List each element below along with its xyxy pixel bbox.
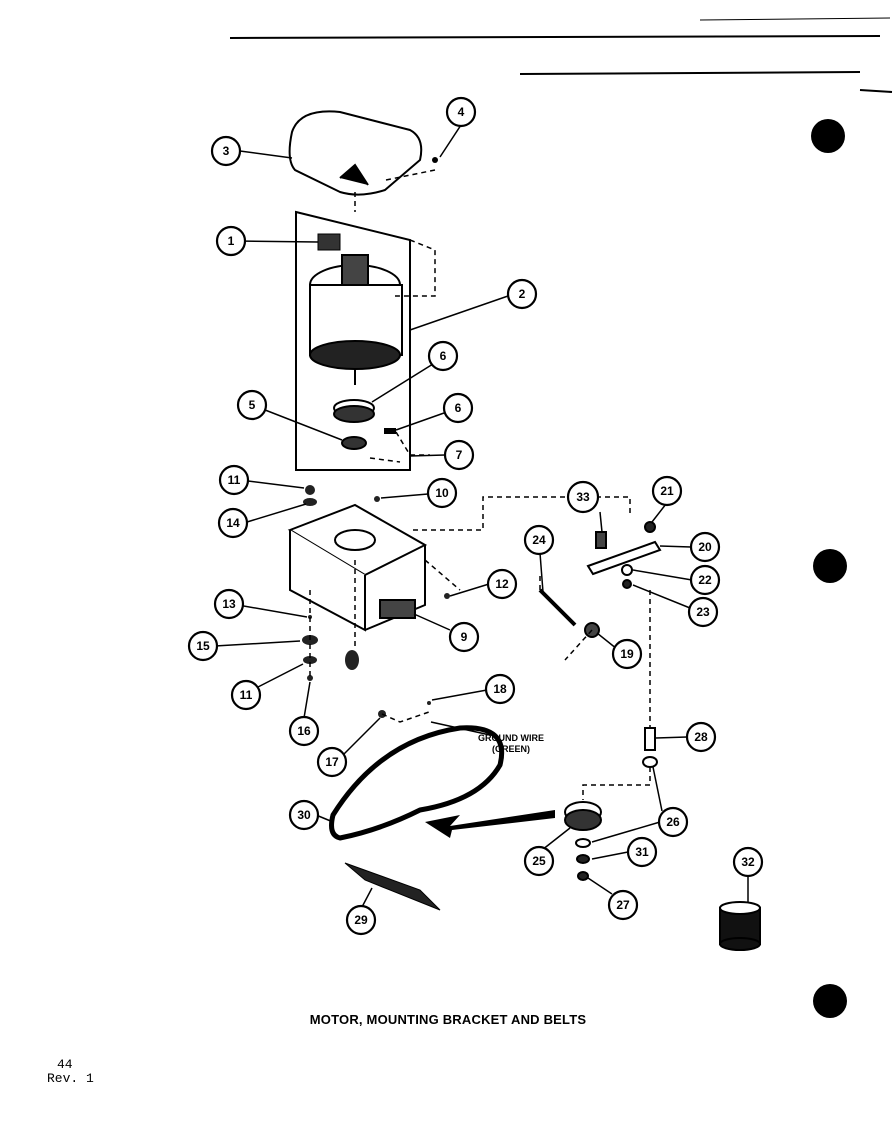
callout-15: 15 [196,639,210,653]
callout-19: 19 [620,647,634,661]
direction-arrow [425,810,555,838]
callout-16: 16 [297,724,311,738]
callout-14: 14 [226,516,240,530]
idler-assembly [538,521,662,768]
callout-33: 33 [576,490,590,504]
callout-21: 21 [660,484,674,498]
page-number: 44 [57,1057,73,1072]
callout-12: 12 [495,577,509,591]
driven-pulley-part [564,801,602,881]
callout-11-lower: 11 [240,688,253,702]
callout-30: 30 [297,808,311,822]
callout-20: 20 [698,540,712,554]
callout-28: 28 [694,730,708,744]
motor-panel-outline [295,210,411,471]
binder-hole-top [811,119,845,153]
callout-27: 27 [616,898,630,912]
revision-label: Rev. 1 [47,1071,94,1086]
callout-leader-lines [214,124,749,908]
screw-part-4 [432,157,438,163]
callout-bubbles [187,96,764,936]
ground-wire-label: GROUND WIRE (GREEN) [478,733,544,755]
callout-32: 32 [741,855,755,869]
callout-17: 17 [325,755,339,769]
callout-10: 10 [435,486,449,500]
motor-cover-part [288,110,423,196]
callout-11-upper: 11 [228,473,241,487]
ground-wire-label-line1: GROUND WIRE [478,733,544,743]
callout-24: 24 [532,533,546,547]
callout-31: 31 [635,845,649,859]
motor-pulley-part [333,399,375,450]
ground-wire-label-line2: (GREEN) [492,744,530,754]
callout-6-upper: 6 [440,349,447,363]
binder-hole-bottom [813,984,847,1018]
callout-2: 2 [519,287,526,301]
callout-29: 29 [354,913,368,927]
callout-4: 4 [458,105,465,119]
callout-7: 7 [456,448,463,462]
switch-part-1 [317,233,341,251]
callout-25: 25 [532,854,546,868]
filter-part [719,901,761,951]
callout-18: 18 [493,682,507,696]
callout-9: 9 [461,630,468,644]
page-footer: 44 Rev. 1 [47,1058,94,1086]
binder-hole-middle [813,549,847,583]
callout-22: 22 [698,573,712,587]
callout-5: 5 [249,398,256,412]
diagram-title: MOTOR, MOUNTING BRACKET AND BELTS [309,1012,587,1027]
drive-belt-part [329,725,504,841]
cog-belt-part [344,862,441,911]
hardware-stack [302,485,450,718]
callout-23: 23 [696,605,710,619]
setscrew-part [384,428,396,434]
callout-13: 13 [222,597,236,611]
motor-part [309,254,403,385]
scan-artifacts [229,17,893,93]
callout-26: 26 [666,815,680,829]
callout-3: 3 [223,144,230,158]
callout-1: 1 [228,234,235,248]
mounting-bracket-part [287,503,428,632]
callout-numbers: 1 2 3 4 5 6 6 7 9 10 11 11 12 13 14 15 1… [196,105,755,927]
callout-6-lower: 6 [455,401,462,415]
